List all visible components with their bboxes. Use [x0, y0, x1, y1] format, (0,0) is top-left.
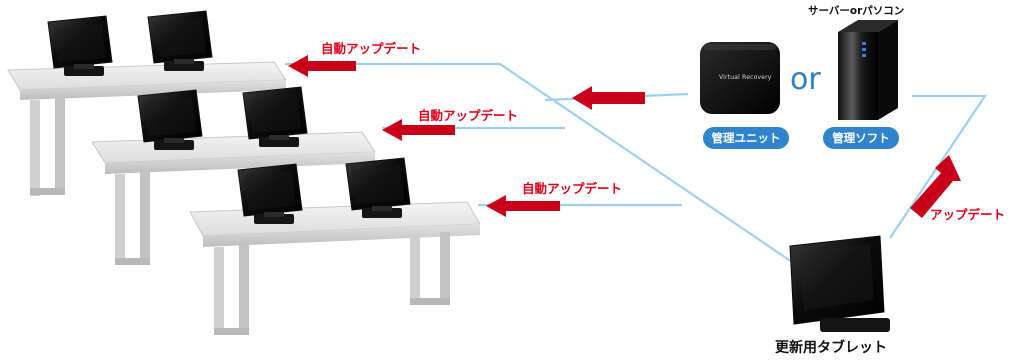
kiosk-terminal [137, 89, 203, 151]
update-label: アップデート [930, 207, 1006, 222]
arrow-left-1 [288, 55, 356, 77]
update-tablet-caption: 更新用タブレット [775, 340, 887, 356]
management-unit-device [700, 42, 780, 114]
kiosk-terminal [47, 15, 113, 77]
device-brand-text: Virtual Recovery [719, 74, 772, 81]
kiosk-terminal [242, 86, 308, 148]
auto-update-label-3: 自動アップデート [522, 181, 623, 196]
arrow-left-unit [572, 86, 645, 110]
auto-update-label-1: 自動アップデート [321, 41, 422, 56]
update-tablet [789, 235, 890, 332]
auto-update-label-2: 自動アップデート [418, 108, 519, 123]
table-2 [91, 86, 376, 265]
update-arrows [288, 55, 961, 218]
line-tablet-server [889, 94, 988, 239]
arrow-up-tablet [910, 155, 961, 218]
arrow-left-3 [486, 195, 560, 217]
server-caption: サーバーorパソコン [808, 5, 905, 17]
management-software-pill: 管理ソフト [823, 127, 899, 149]
table-3 [189, 157, 481, 335]
or-label: or [790, 62, 821, 97]
table-1 [7, 10, 287, 196]
server-tower [838, 20, 898, 120]
line-table-1 [285, 62, 793, 263]
kiosk-terminal [345, 157, 411, 219]
management-unit-pill: 管理ユニット [703, 127, 789, 149]
kiosk-terminal [147, 10, 213, 72]
kiosk-terminal [237, 163, 303, 225]
arrow-left-2 [382, 119, 455, 141]
